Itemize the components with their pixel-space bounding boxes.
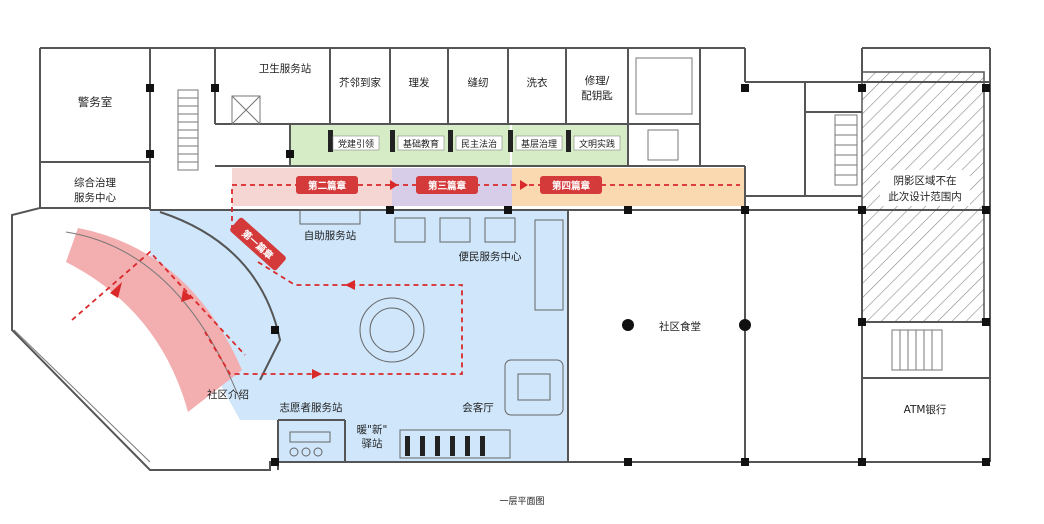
reception-round-table [359, 297, 425, 363]
band-label-4: 基层治理 [521, 138, 557, 150]
room-convenience-label: 便民服务中心 [459, 250, 522, 263]
chapter-4-label: 第四篇章 [552, 180, 591, 192]
room-laundry-label: 洗衣 [527, 76, 548, 89]
furniture [289, 209, 564, 459]
room-repair-label-2: 配钥匙 [581, 89, 613, 102]
walls [11, 47, 991, 471]
stairs [177, 57, 943, 371]
room-community-intro-label: 社区介绍 [207, 388, 249, 401]
room-health-label: 卫生服务站 [259, 62, 312, 75]
scope-note-line-2: 此次设计范围内 [888, 190, 962, 203]
room-volunteer-label: 志愿者服务站 [280, 401, 343, 414]
service-zone-fill [150, 210, 568, 462]
chapter-tag-2: 第二篇章 [296, 176, 358, 194]
zone-fills [66, 71, 985, 462]
plan-caption: 一层平面图 [499, 496, 544, 507]
band-label-3: 民主法治 [461, 138, 497, 150]
band-label-5: 文明实践 [579, 138, 615, 150]
room-atm-label: ATM银行 [904, 403, 947, 416]
room-repair-label-1: 修理/ [585, 74, 610, 87]
columns [146, 84, 990, 466]
room-reception-label: 会客厅 [462, 401, 494, 414]
room-labels: 警务室 综合治理 服务中心 卫生服务站 芥邻到家 理发 缝纫 洗衣 修理/ 配钥… [74, 62, 970, 450]
room-canteen-label: 社区食堂 [659, 320, 701, 333]
room-self-service-label: 自助服务站 [304, 229, 357, 242]
chapter-tag-3: 第三篇章 [416, 176, 478, 194]
room-haircut-label: 理发 [409, 76, 430, 89]
room-governance-label-2: 服务中心 [74, 191, 116, 204]
band-label-1: 党建引领 [338, 138, 374, 150]
room-governance-label-1: 综合治理 [74, 176, 116, 189]
visit-route [71, 184, 740, 375]
route-arrows [110, 180, 528, 379]
room-sewing-label: 缝纫 [468, 76, 489, 89]
room-neighbor-label: 芥邻到家 [339, 76, 381, 89]
band-label-2: 基础教育 [403, 138, 439, 150]
band-panels [328, 130, 571, 456]
chapter-2-label: 第二篇章 [308, 180, 347, 192]
intro-zone-fill [66, 228, 242, 412]
room-new-label-1: 暖"新" [357, 423, 388, 436]
chapter-tag-4: 第四篇章 [540, 176, 602, 194]
scope-note-line-1: 阴影区域不在 [894, 174, 957, 187]
band-labels: 党建引领 基础教育 民主法治 基层治理 文明实践 [332, 135, 621, 151]
chapter-3-label: 第三篇章 [428, 180, 467, 192]
room-new-label-2: 驿站 [362, 437, 383, 450]
room-guard-label: 警务室 [78, 95, 113, 109]
reception-sofa [504, 359, 564, 416]
